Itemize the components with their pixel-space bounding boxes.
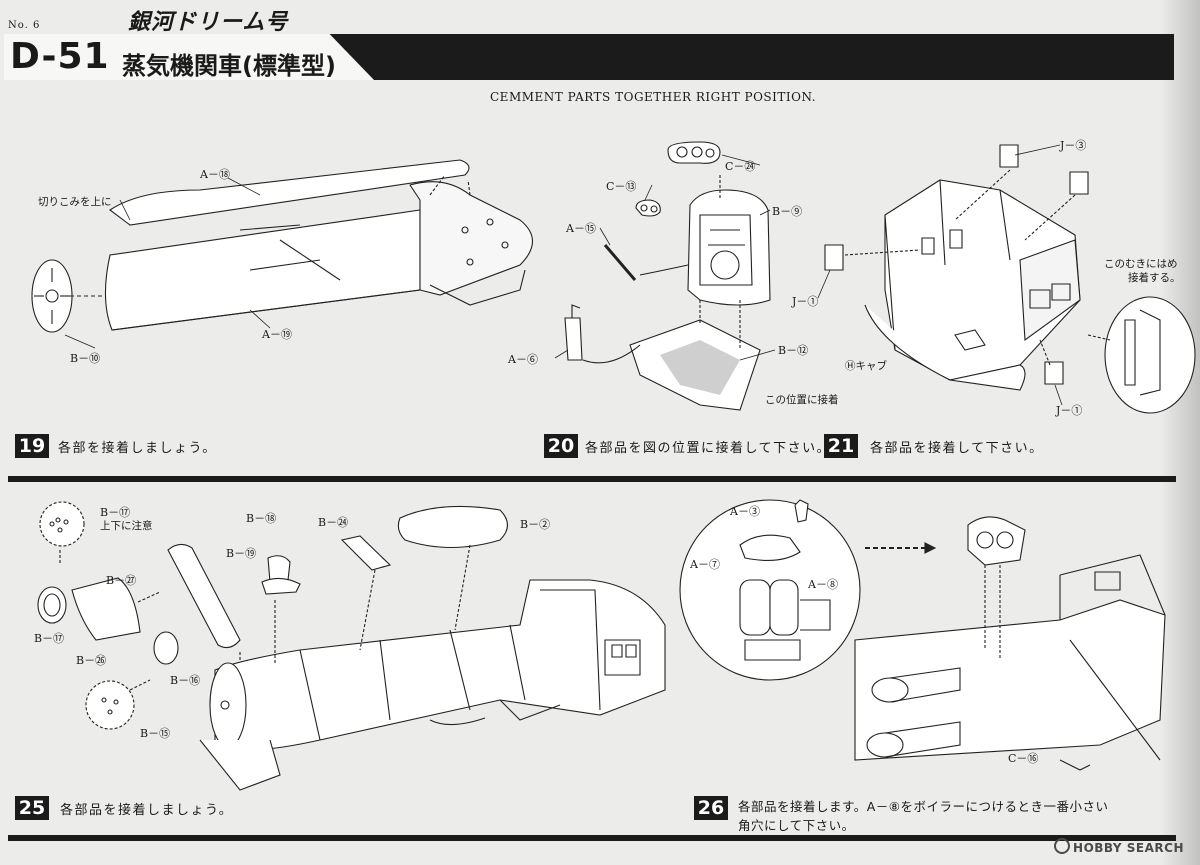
air-pump-assembly-26: [680, 500, 1165, 770]
part-label-b12: B－⑫: [778, 344, 809, 357]
step-number-21: 21: [824, 434, 858, 458]
smokebox-front-20: [565, 142, 770, 410]
part-label-b2: B－②: [520, 518, 551, 531]
part-label-b19: B－⑲: [226, 547, 257, 560]
part-label-a3: A－③: [730, 505, 760, 518]
step-text-25: 各部品を接着しましょう。: [60, 803, 234, 818]
page-title: 蒸気機関車(標準型): [122, 52, 336, 80]
title-banner-light: [4, 34, 374, 80]
part-label-cab: Ⓗキャブ: [845, 360, 887, 372]
part-label-j1-left: J－①: [792, 295, 819, 308]
part-label-b16: B－⑯: [170, 674, 201, 687]
part-label-j1-bottom: J－①: [1056, 404, 1083, 417]
instruction-subtitle: CEMMENT PARTS TOGETHER RIGHT POSITION.: [490, 90, 817, 104]
step-text-26-line2: 角穴にして下さい。: [738, 818, 855, 833]
part-label-a19: A－⑲: [262, 328, 292, 341]
part-label-b17-bottom: B－⑰: [34, 632, 65, 645]
step-text-19: 各部を接着しましょう。: [58, 441, 217, 456]
part-label-b15: B－⑮: [140, 727, 171, 740]
note-up-down: 上下に注意: [100, 520, 153, 532]
part-label-b18: B－⑱: [246, 512, 277, 525]
part-label-b10: B－⑩: [70, 352, 101, 365]
step-number-26: 26: [694, 796, 728, 820]
part-label-b17-top: B－⑰: [100, 506, 131, 519]
part-label-a8: A－⑧: [808, 578, 838, 591]
part-label-b27: B－㉗: [106, 574, 137, 587]
step-text-26-line1: 各部品を接着します。A－⑧をボイラーにつけるとき一番小さい: [738, 799, 1109, 814]
step-text-26: 各部品を接着します。A－⑧をボイラーにつけるとき一番小さい 角穴にして下さい。: [738, 796, 1109, 834]
part-label-a18: A－⑱: [200, 168, 230, 181]
boiler-assembly-19: [32, 160, 533, 332]
page-number: No. 6: [8, 20, 41, 31]
section-divider-top: [8, 476, 1176, 482]
part-label-b26: B－㉖: [76, 654, 107, 667]
step-text-20: 各部品を図の位置に接着して下さい。: [585, 441, 832, 456]
locomotive-body-25: [38, 502, 665, 790]
model-name: D-51: [10, 36, 110, 77]
note-orientation-2: 接着する。: [1128, 272, 1181, 284]
cab-assembly-21: [825, 145, 1195, 413]
part-label-a7: A－⑦: [690, 558, 720, 571]
part-label-c24: C－㉔: [725, 160, 756, 173]
watermark-logo-icon: [1054, 838, 1071, 854]
step-text-21: 各部品を接着して下さい。: [870, 441, 1044, 456]
part-label-j3: J－③: [1060, 139, 1087, 152]
part-label-b24: B－㉔: [318, 516, 349, 529]
note-notch-up: 切りこみを上に: [38, 196, 112, 208]
note-this-position: この位置に接着: [765, 394, 839, 406]
part-label-c16: C－⑯: [1008, 752, 1039, 765]
step-number-20: 20: [544, 434, 578, 458]
step-number-25: 25: [15, 796, 49, 820]
part-label-b9: B－⑨: [772, 205, 803, 218]
watermark-text: HOBBY SEARCH: [1073, 841, 1184, 855]
part-label-c13: C－⑬: [606, 180, 637, 193]
part-label-a15: A－⑮: [566, 222, 596, 235]
part-label-a6: A－⑥: [508, 353, 538, 366]
step-number-19: 19: [15, 434, 49, 458]
note-orientation-1: このむきにはめ: [1104, 258, 1178, 270]
series-title: 銀河ドリーム号: [128, 10, 289, 35]
section-divider-bottom: [8, 835, 1176, 841]
page-shadow: [1160, 0, 1200, 865]
watermark: HOBBY SEARCH: [1054, 838, 1184, 855]
